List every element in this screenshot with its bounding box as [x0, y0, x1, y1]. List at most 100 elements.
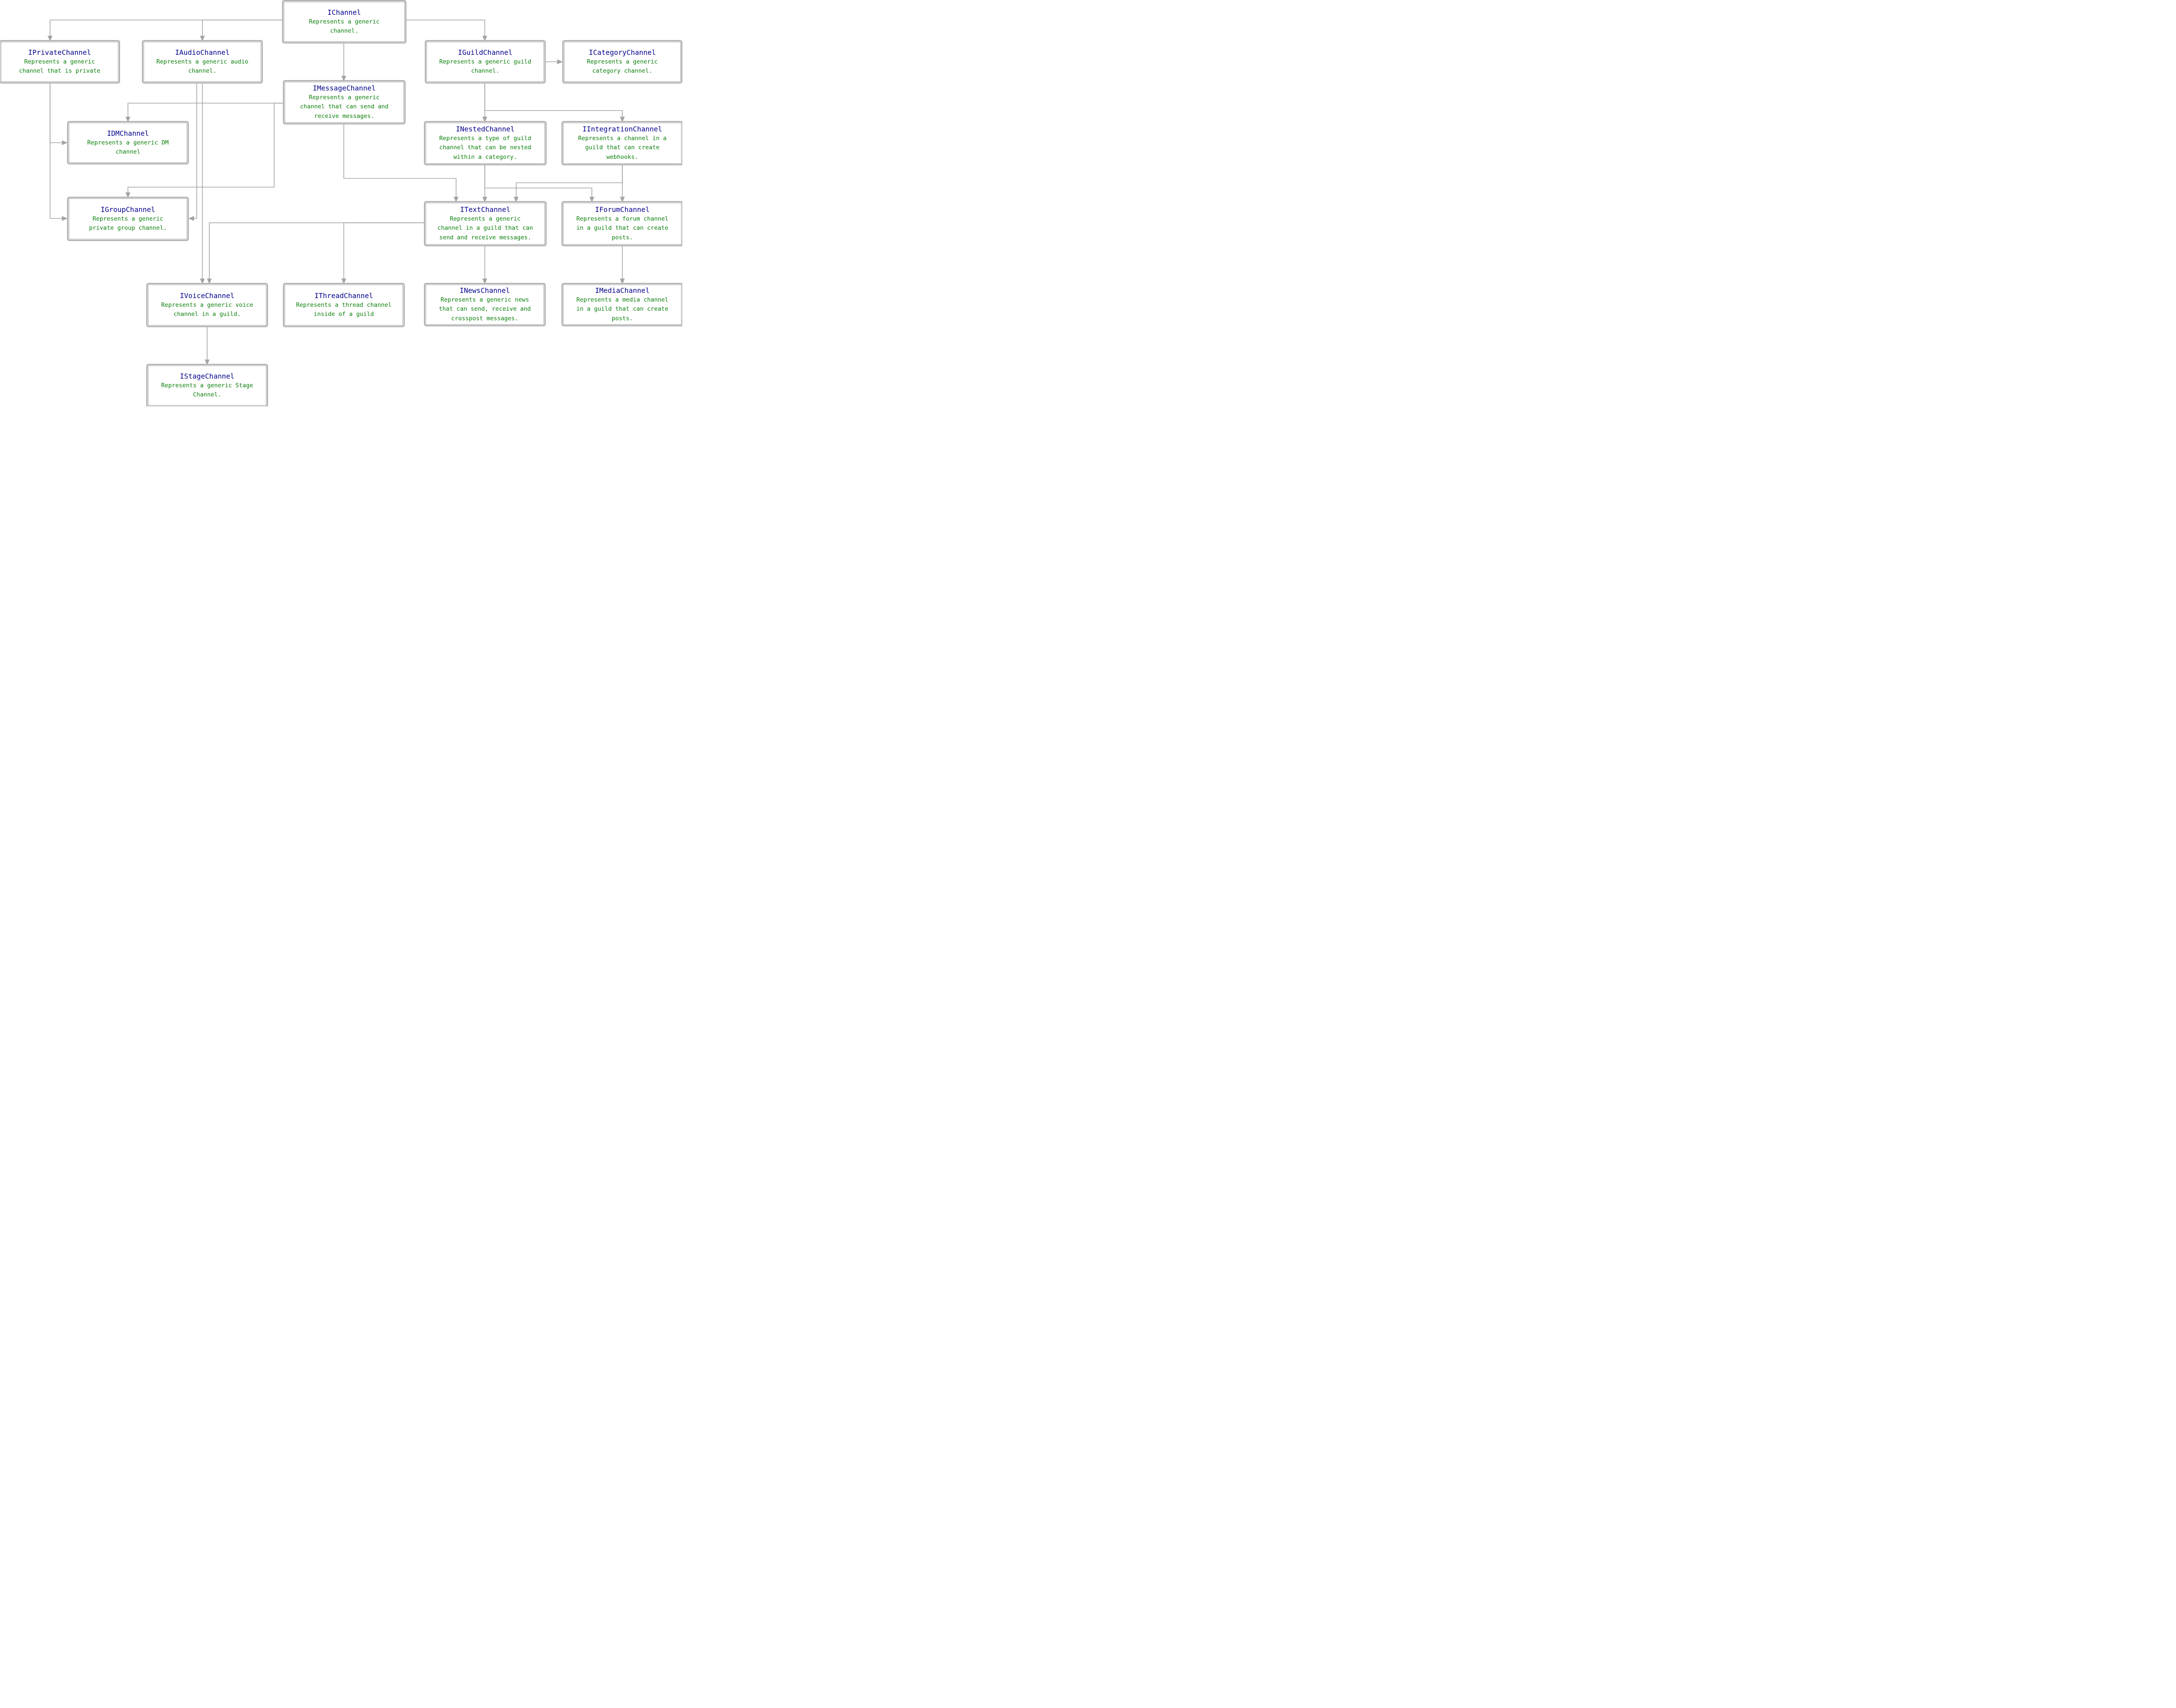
node-istagechannel: IStageChannel Represents a generic Stage…	[148, 366, 266, 406]
node-description-line: Represents a generic voice	[161, 301, 253, 309]
node-description-line: that can send, receive and	[439, 305, 531, 313]
node-inewschannel: INewsChannel Represents a generic news th…	[426, 285, 544, 325]
node-description-line: Represents a generic	[309, 18, 380, 25]
node-description-line: Represents a generic	[24, 58, 95, 65]
node-description-line: Represents a generic news	[440, 296, 529, 303]
edge-inestedchannel-to-iforumchannel	[484, 164, 594, 202]
node-ivoicechannel: IVoiceChannel Represents a generic voice…	[148, 285, 266, 325]
node-description-line: guild that can create	[585, 144, 660, 151]
node-description-line: Represents a generic audio	[156, 58, 248, 65]
edge-itextchannel-to-ithreadchannel	[341, 222, 426, 284]
node-description-line: send and receive messages.	[439, 234, 531, 241]
node-title: IDMChannel	[107, 129, 149, 138]
node-description: Represents a generic channel that is priv…	[19, 57, 101, 76]
node-description-line: Represents a generic	[92, 215, 164, 222]
node-title: IMediaChannel	[595, 286, 650, 295]
node-igroupchannel: IGroupChannel Represents a generic privat…	[69, 198, 187, 239]
node-description: Represents a generic guild channel.	[439, 57, 531, 76]
node-description: Represents a media channel in a guild tha…	[576, 295, 668, 324]
edge-itextchannel-to-ivoicechannel	[207, 222, 426, 284]
node-description-line: channel.	[188, 67, 217, 74]
node-title: IThreadChannel	[314, 291, 373, 300]
node-title: IGroupChannel	[101, 205, 155, 214]
node-title: IVoiceChannel	[180, 291, 235, 300]
edge-imessagechannel-to-idmchannel	[125, 103, 285, 122]
node-description-line: receive messages.	[314, 112, 375, 120]
node-title: IStageChannel	[180, 372, 235, 380]
node-description-line: Represents a forum channel	[576, 215, 668, 222]
node-description-line: category channel.	[592, 67, 653, 74]
node-description-line: channel	[115, 148, 141, 155]
node-iforumchannel: IForumChannel Represents a forum channel…	[563, 203, 682, 245]
node-title: INestedChannel	[456, 124, 515, 133]
node-description-line: channel in a guild.	[173, 311, 241, 318]
edge-ichannel-to-iaudiochannel	[200, 20, 284, 41]
node-description-line: Represents a generic	[450, 215, 521, 222]
node-description-line: crosspost messages.	[451, 315, 519, 322]
node-inestedchannel: INestedChannel Represents a type of guil…	[426, 123, 545, 164]
edge-iprivatechannel-to-idmchannel	[50, 82, 67, 145]
node-description: Represents a generic audio channel.	[156, 57, 248, 76]
node-description-line: Represents a thread channel	[296, 301, 392, 309]
edge-iintegrationchannel-to-itextchannel	[514, 164, 623, 202]
node-iintegrationchannel: IIntegrationChannel Represents a channel…	[563, 123, 682, 164]
edge-iaudiochannel-to-igroupchannel	[188, 82, 197, 221]
node-description-line: Represents a generic	[309, 94, 380, 101]
node-description-line: within a category.	[453, 153, 517, 161]
node-description-line: Represents a generic Stage	[161, 382, 253, 389]
node-description-line: in a guild that can create	[576, 305, 668, 313]
node-description: Represents a generic category channel.	[587, 57, 658, 76]
node-description: Represents a thread channel inside of a g…	[296, 301, 391, 319]
node-description-line: webhooks.	[606, 153, 638, 161]
node-title: IForumChannel	[595, 205, 650, 214]
node-ichannel: IChannel Represents a generic channel.	[284, 2, 405, 42]
node-icategorychannel: ICategoryChannel Represents a generic cat…	[564, 42, 681, 82]
edge-ichannel-to-iprivatechannel	[47, 20, 284, 41]
edge-ichannel-to-iguildchannel	[405, 20, 487, 41]
node-description-line: channel.	[330, 27, 359, 34]
node-description: Represents a forum channel in a guild tha…	[576, 215, 668, 243]
node-ithreadchannel: IThreadChannel Represents a thread chann…	[285, 285, 403, 325]
node-description: Represents a type of guild channel that c…	[439, 134, 531, 162]
node-idmchannel: IDMChannel Represents a generic DM channe…	[69, 123, 187, 163]
node-title: INewsChannel	[460, 286, 510, 295]
node-title: ICategoryChannel	[588, 48, 656, 57]
node-description-line: Represents a generic DM	[87, 139, 169, 146]
node-iguildchannel: IGuildChannel Represents a generic guild…	[426, 42, 544, 82]
node-description-line: in a guild that can create	[576, 225, 668, 232]
node-title: IAudioChannel	[175, 48, 230, 57]
node-description: Represents a channel in a guild that can …	[578, 134, 666, 162]
node-description-line: Represents a generic guild	[439, 58, 531, 65]
node-title: ITextChannel	[460, 205, 510, 214]
edge-iprivatechannel-to-igroupchannel	[50, 82, 67, 221]
node-imediachannel: IMediaChannel Represents a media channel…	[563, 285, 682, 325]
diagram-canvas: IChannel Represents a generic channel. IP…	[0, 0, 682, 406]
node-description-line: Represents a type of guild	[439, 134, 531, 142]
node-description-line: posts.	[611, 315, 633, 322]
node-description-line: Represents a media channel	[576, 296, 668, 303]
node-iaudiochannel: IAudioChannel Represents a generic audio…	[144, 42, 261, 82]
node-title: IGuildChannel	[458, 48, 513, 57]
node-title: IChannel	[327, 8, 361, 17]
node-description: Represents a generic voice channel in a g…	[161, 301, 253, 319]
node-description-line: Channel.	[193, 391, 222, 398]
node-description-line: channel.	[471, 67, 500, 74]
node-title: IMessageChannel	[312, 84, 376, 92]
node-description-line: channel that is private	[19, 67, 101, 74]
edge-iguildchannel-to-iintegrationchannel	[484, 82, 625, 122]
node-description-line: inside of a guild	[313, 311, 374, 318]
node-iprivatechannel: IPrivateChannel Represents a generic chan…	[1, 42, 118, 82]
node-description-line: channel that can be nested	[439, 144, 531, 151]
node-description-line: Represents a channel in a	[578, 134, 667, 142]
node-description: Represents a generic DM channel	[87, 138, 169, 157]
node-description-line: Represents a generic	[587, 58, 658, 65]
node-description-line: posts.	[611, 234, 633, 241]
node-title: IPrivateChannel	[28, 48, 91, 57]
node-description-line: private group channel.	[89, 225, 167, 232]
node-title: IIntegrationChannel	[582, 124, 662, 133]
